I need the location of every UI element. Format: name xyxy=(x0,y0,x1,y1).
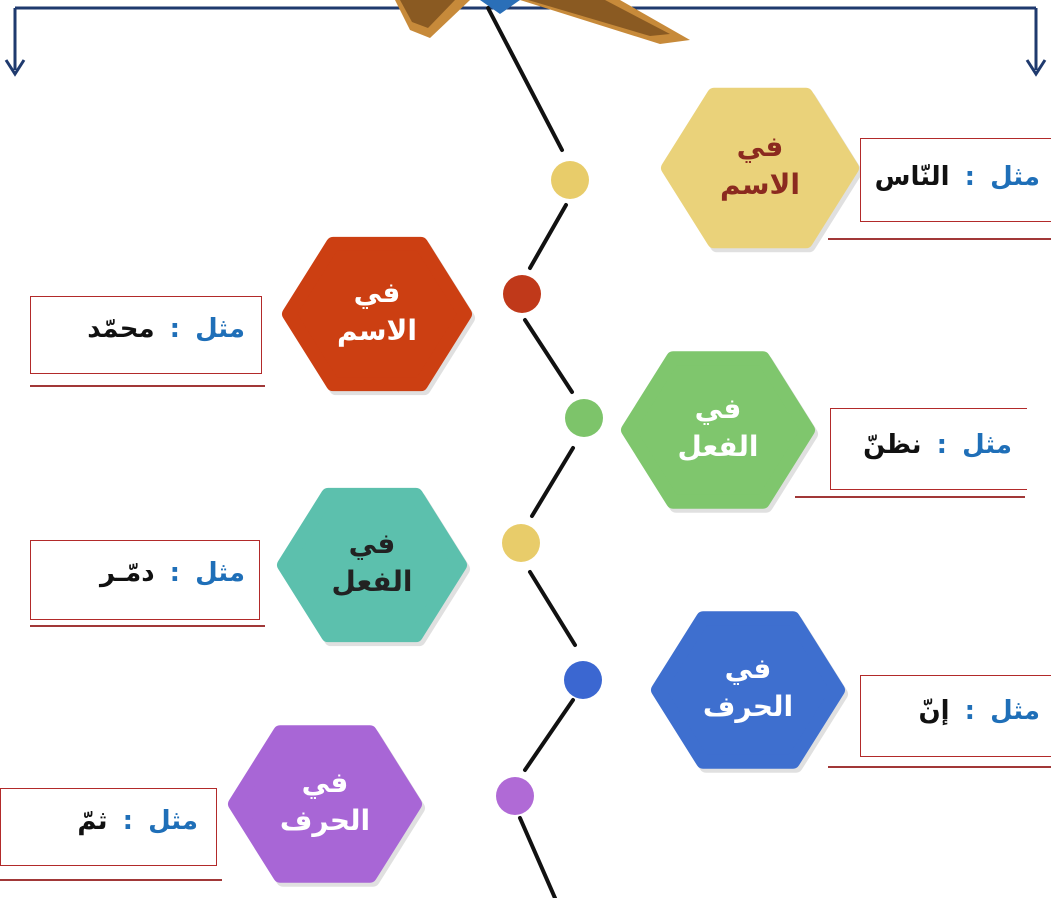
hexagons xyxy=(228,87,862,887)
example-key: مثل xyxy=(990,162,1040,192)
hexagon-category: الاسم xyxy=(337,313,417,347)
hexagon-label-6: في الحرف xyxy=(245,764,405,840)
example-text-1: مثل : النّاس xyxy=(875,162,1040,192)
spine-dots xyxy=(496,161,603,815)
spine-line xyxy=(486,6,577,898)
example-colon: : xyxy=(160,314,190,344)
hexagon-1 xyxy=(661,87,859,249)
hexagon-prep: في xyxy=(736,130,784,163)
example-box-3 xyxy=(830,408,1027,490)
spine-dot-2 xyxy=(503,275,541,313)
hexagon-category: الحرف xyxy=(279,803,371,837)
example-text-2: مثل : محمّد xyxy=(87,314,245,344)
example-colon: : xyxy=(955,162,985,192)
example-word: دمّـر xyxy=(100,558,155,588)
hexagon-5 xyxy=(651,611,845,769)
example-word: إنّ xyxy=(918,696,950,726)
example-box-1 xyxy=(860,138,1051,222)
hexagon-prep: في xyxy=(348,527,396,560)
hexagon-label-3: في الفعل xyxy=(638,390,798,466)
example-box-6 xyxy=(0,788,217,866)
spine-dot-3 xyxy=(565,399,603,437)
example-box-4 xyxy=(30,540,260,620)
book-icon xyxy=(395,0,690,44)
hexagon-category: الحرف xyxy=(702,689,794,723)
example-colon: : xyxy=(113,806,143,836)
example-underline-6 xyxy=(0,879,222,881)
hexagon-prep: في xyxy=(724,652,772,685)
example-colon: : xyxy=(955,696,985,726)
example-colon: : xyxy=(927,430,957,460)
spine-dot-1 xyxy=(551,161,589,199)
example-box-5 xyxy=(860,675,1051,757)
hexagon-prep: في xyxy=(301,766,349,799)
example-underline-4 xyxy=(30,625,265,627)
top-connector xyxy=(4,6,1047,77)
example-underline-3 xyxy=(795,496,1025,498)
example-word: نظنّ xyxy=(863,430,922,460)
example-key: مثل xyxy=(148,806,198,836)
hexagon-category: الاسم xyxy=(720,167,800,201)
hexagon-6 xyxy=(228,725,422,883)
hexagon-4 xyxy=(277,487,467,643)
example-key: مثل xyxy=(962,430,1012,460)
spine-dot-5 xyxy=(564,661,602,699)
hexagon-prep: في xyxy=(353,276,401,309)
example-word: ثمّ xyxy=(77,806,108,836)
hexagon-prep: في xyxy=(694,392,742,425)
hexagon-label-5: في الحرف xyxy=(668,650,828,726)
hexagon-category: الفعل xyxy=(677,429,759,463)
example-word: محمّد xyxy=(87,314,155,344)
spine-dot-6 xyxy=(496,777,534,815)
hexagon-label-1: في الاسم xyxy=(680,128,840,204)
example-underline-5 xyxy=(828,766,1051,768)
example-box-2 xyxy=(30,296,262,374)
hexagon-2 xyxy=(282,236,472,392)
spine-dot-4 xyxy=(502,524,540,562)
example-text-6: مثل : ثمّ xyxy=(77,806,198,836)
example-underline-1 xyxy=(828,238,1051,240)
example-key: مثل xyxy=(195,314,245,344)
example-key: مثل xyxy=(990,696,1040,726)
hexagon-label-2: في الاسم xyxy=(297,274,457,350)
example-text-3: مثل : نظنّ xyxy=(863,430,1012,460)
hexagon-label-4: في الفعل xyxy=(292,525,452,601)
example-underline-2 xyxy=(30,385,265,387)
example-colon: : xyxy=(160,558,190,588)
example-text-4: مثل : دمّـر xyxy=(100,558,245,588)
example-text-5: مثل : إنّ xyxy=(918,696,1040,726)
hexagon-category: الفعل xyxy=(331,564,413,598)
hexagon-3 xyxy=(621,351,815,509)
example-key: مثل xyxy=(195,558,245,588)
example-word: النّاس xyxy=(874,162,950,192)
